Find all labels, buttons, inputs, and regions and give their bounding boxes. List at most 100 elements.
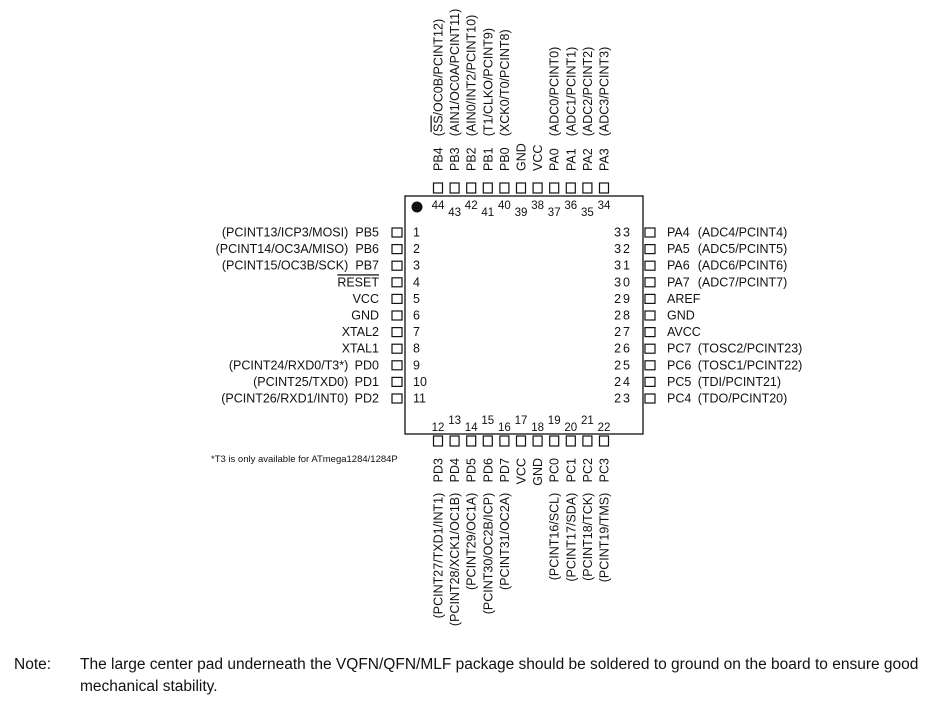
pin-pad-24 [644,376,656,387]
pin-pad-8 [391,343,403,354]
pin-number-8: 8 [413,342,420,356]
pin-number-29: 29 [614,292,632,306]
pin-number-22: 22 [598,422,611,434]
pin-name-pb7: PB7 [355,259,379,273]
pin-pad-3 [391,260,403,271]
pin-number-44: 44 [432,200,445,212]
pin-alt-pc2: (PCINT18/TCK) [581,493,595,581]
pin-number-1: 1 [413,226,420,240]
pin-pad-30 [644,277,656,288]
pin-pad-14 [466,435,477,447]
pin-number-42: 42 [465,200,478,212]
pin-number-6: 6 [413,309,420,323]
pin-pad-42 [466,182,477,194]
pin-alt-pa6: (ADC6/PCINT6) [698,259,788,273]
package-body [404,195,644,435]
pin-alt-pd4: (PCINT28/XCK1/OC1B) [448,493,462,626]
pin-pad-27 [644,327,656,338]
pin-pad-15 [482,435,493,447]
pin-number-27: 27 [614,325,632,339]
pin-number-20: 20 [564,422,577,434]
pin-pad-5 [391,293,403,304]
pin-name-pd3: PD3 [432,458,446,482]
pin-pad-16 [499,435,510,447]
pin-name-pb4: PB4 [432,147,446,171]
pin-name-pd6: PD6 [481,458,495,482]
pin-name-pb3: PB3 [448,147,462,171]
pin-alt-pb0: (XCK0/T0/PCINT8) [498,29,512,136]
pin-name-pc3: PC3 [598,458,612,482]
pin-number-21: 21 [581,415,594,427]
pin-alt-pd6: (PCINT30/OC2B/ICP) [481,493,495,615]
pin-alt-pb4: (SS/OC0B/PCINT12) [432,19,446,136]
pin-pad-41 [482,182,493,194]
pin-number-40: 40 [498,200,511,212]
pin-name-pa6: PA6 [667,259,690,273]
pin-number-24: 24 [614,375,632,389]
note-label: Note: [14,656,52,673]
pin-name-vcc: VCC [353,292,379,306]
pin1-indicator-dot [411,201,423,213]
pin-name-pc4: PC4 [667,392,691,406]
pin-name-aref: AREF [667,292,701,306]
pin-alt-pd7: (PCINT31/OC2A) [498,493,512,590]
pin-pad-1 [391,227,403,238]
pin-pad-19 [549,435,560,447]
pin-alt-pc1: (PCINT17/SDA) [564,493,578,582]
pin-number-33: 33 [614,226,632,240]
pin-name-pd2: PD2 [355,392,379,406]
pin-number-12: 12 [432,422,445,434]
pin-alt-pc5: (TDI/PCINT21) [698,375,781,389]
pin-name-pa1: PA1 [564,148,578,171]
pin-number-19: 19 [548,415,561,427]
pin-pad-31 [644,260,656,271]
pin-pad-40 [499,182,510,194]
pin-name-pa2: PA2 [581,148,595,171]
pin-pad-43 [449,182,460,194]
pin-name-pa3: PA3 [598,148,612,171]
pin-pad-17 [515,435,527,447]
pin-name-pc0: PC0 [548,458,562,482]
pin-name-pb1: PB1 [481,147,495,171]
pin-pad-7 [391,327,403,338]
pin-number-34: 34 [598,200,611,212]
pin-pad-2 [391,244,403,255]
pin-number-37: 37 [548,207,561,219]
pin-alt-pd5: (PCINT29/OC1A) [465,493,479,590]
pin-number-9: 9 [413,358,420,372]
pin-pad-28 [644,310,656,321]
pin-number-26: 26 [614,342,632,356]
pin-pad-4 [391,277,403,288]
pin-name-pc1: PC1 [564,458,578,482]
pin-alt-pc0: (PCINT16/SCL) [548,493,562,581]
pin-number-39: 39 [515,207,528,219]
pin-number-14: 14 [465,422,478,434]
pin-name-pb6: PB6 [355,242,379,256]
pin-pad-21 [582,435,593,447]
pin-name-gnd: GND [515,143,529,171]
pin-pad-13 [449,435,460,447]
pin-alt-pd2: (PCINT26/RXD1/INT0) [221,392,348,406]
pin-number-43: 43 [448,207,461,219]
pin-number-3: 3 [413,259,420,273]
pin-alt-pa0: (ADC0/PCINT0) [548,47,562,137]
pin-pad-9 [391,360,403,371]
pin-alt-pc3: (PCINT19/TMS) [598,493,612,583]
pin-number-25: 25 [614,358,632,372]
pin-number-7: 7 [413,325,420,339]
pin-number-15: 15 [481,415,494,427]
pin-name-gnd: GND [351,309,379,323]
pin-number-11: 11 [413,392,426,406]
pin-pad-35 [582,182,593,194]
pin-number-28: 28 [614,309,632,323]
pin-number-16: 16 [498,422,511,434]
footnote: *T3 is only available for ATmega1284/128… [211,454,398,465]
pin-name-pd4: PD4 [448,458,462,482]
pin-alt-pa1: (ADC1/PCINT1) [564,47,578,137]
pin-name-avcc: AVCC [667,325,701,339]
pin-name-pa5: PA5 [667,242,690,256]
pin-name-pb5: PB5 [355,226,379,240]
pin-pad-12 [432,435,444,447]
pin-alt-pa2: (ADC2/PCINT2) [581,47,595,137]
pin-alt-pa3: (ADC3/PCINT3) [598,47,612,137]
